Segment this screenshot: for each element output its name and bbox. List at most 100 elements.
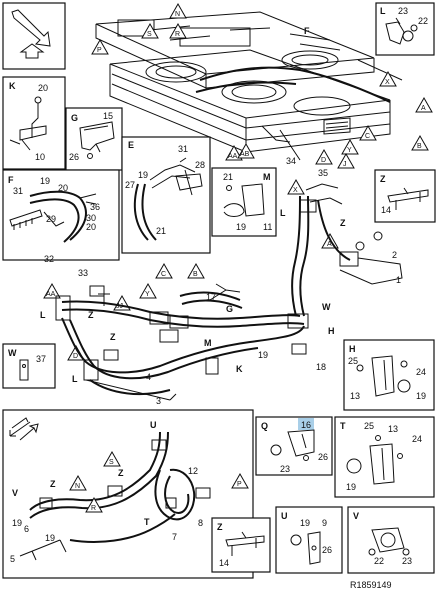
lower-label-19a: 19	[12, 518, 22, 528]
inset-M-part-21: 21	[223, 172, 233, 182]
lower-label-6: 6	[24, 524, 29, 534]
main-label-L3: L	[72, 374, 78, 384]
inset-G: G 15 26	[65, 107, 123, 171]
inset-T-letter: T	[340, 421, 346, 431]
orientation-inset	[2, 2, 66, 70]
tri-R-low: R	[91, 505, 96, 512]
main-label-Z3: Z	[110, 332, 116, 342]
inset-H-part-13: 13	[350, 391, 360, 401]
inset-G-letter: G	[71, 113, 78, 123]
inset-M-letter: M	[263, 172, 271, 182]
lower-label-Z2: Z	[118, 468, 124, 478]
inset-T-part-13: 13	[388, 424, 398, 434]
tri-P-top: P	[97, 47, 102, 54]
lower-label-19b: 19	[45, 533, 55, 543]
inset-F-letter: F	[8, 175, 14, 185]
tri-Y-left: Y	[145, 291, 150, 298]
tri-N-top: N	[175, 11, 180, 18]
main-label-M: M	[204, 338, 212, 348]
inset-T-part-19: 19	[346, 482, 356, 492]
inset-F-part-29: 29	[46, 214, 56, 224]
tri-X-right: X	[385, 79, 390, 86]
inset-Z: Z 14	[374, 169, 436, 223]
main-label-18: 18	[316, 362, 326, 372]
inset-T-part-24: 24	[412, 434, 422, 444]
inset-V-part-22: 22	[374, 556, 384, 566]
inset-H-part-24: 24	[416, 367, 426, 377]
tri-D-left: D	[73, 353, 78, 360]
main-label-Z1: Z	[340, 218, 346, 228]
tri-N-low: N	[75, 483, 80, 490]
inset-H-part-19: 19	[416, 391, 426, 401]
inset-W-letter: W	[8, 348, 17, 358]
inset-M-part-19: 19	[236, 222, 246, 232]
main-label-35: 35	[318, 168, 328, 178]
tri-B-right: B	[417, 143, 422, 150]
lower-label-V: V	[12, 488, 18, 498]
inset-G-part-15: 15	[103, 111, 113, 121]
tri-A-right: A	[421, 105, 426, 112]
inset-Z-lower-letter: Z	[217, 522, 223, 532]
inset-V-part-23: 23	[402, 556, 412, 566]
inset-Z-lower: Z 14	[211, 517, 271, 573]
inset-T-part-25: 25	[364, 421, 374, 431]
callout-triangles-lower: N S R P	[69, 450, 249, 513]
inset-H-letter: H	[349, 344, 356, 354]
inset-Q-part-16: 16	[301, 420, 311, 430]
inset-F: F 31 19 20 36 30 29 20	[2, 169, 120, 261]
tri-AA-left: AA	[46, 291, 56, 298]
lower-label-Z1: Z	[50, 479, 56, 489]
lower-label-8: 8	[198, 518, 203, 528]
inset-E-part-19: 19	[138, 170, 148, 180]
main-label-F: F	[304, 26, 310, 36]
tri-X-z: X	[293, 187, 298, 194]
main-label-L2: L	[40, 310, 46, 320]
tri-B-left: B	[193, 271, 198, 278]
inset-H-part-25: 25	[348, 356, 358, 366]
inset-L: L 23 22	[375, 2, 435, 56]
inset-H: H 25 24 13 19	[343, 339, 435, 411]
lower-label-5: 5	[10, 554, 15, 564]
inset-W: W 37	[2, 343, 56, 389]
main-label-3: 3	[156, 396, 161, 406]
harness-main: 35 X Z A 2 1 L 32 33 AA JJ C B Y D L Z 1…	[40, 168, 403, 406]
inset-E: E 31 28 19 27 21	[121, 136, 211, 254]
inset-K-letter: K	[9, 81, 16, 91]
main-label-34: 34	[286, 156, 296, 166]
inset-F-part-20a: 20	[58, 183, 68, 193]
inset-E-part-31: 31	[178, 144, 188, 154]
inset-Q-part-26: 26	[318, 452, 328, 462]
inset-E-part-21: 21	[156, 226, 166, 236]
main-label-W: W	[322, 302, 331, 312]
main-label-1: 1	[396, 275, 401, 285]
inset-E-letter: E	[128, 140, 134, 150]
inset-U-part-26: 26	[322, 545, 332, 555]
inset-U-part-19: 19	[300, 518, 310, 528]
inset-U-part-9: 9	[322, 518, 327, 528]
main-label-G: G	[226, 304, 233, 314]
inset-F-part-20b: 20	[86, 222, 96, 232]
tri-A-z: A	[327, 241, 332, 248]
tri-AB-mid: AB	[240, 151, 250, 158]
tri-R-top: R	[175, 31, 180, 38]
tri-J-mid: J	[343, 161, 347, 168]
main-label-H: H	[328, 326, 335, 336]
inset-L-letter: L	[380, 6, 386, 16]
inset-W-part-37: 37	[36, 354, 46, 364]
lower-label-T: T	[144, 517, 150, 527]
inset-L-part-23: 23	[398, 6, 408, 16]
tri-D-mid: D	[321, 157, 326, 164]
battery-assembly	[95, 11, 403, 161]
inset-Z-part-14: 14	[381, 205, 391, 215]
lower-label-7: 7	[172, 532, 177, 542]
inset-U-letter: U	[281, 511, 288, 521]
main-label-Z2: Z	[88, 310, 94, 320]
inset-F-part-30: 30	[86, 213, 96, 223]
inset-F-part-36: 36	[90, 202, 100, 212]
main-label-17: 17	[206, 292, 216, 302]
inset-K-part-10: 10	[35, 152, 45, 162]
inset-U: U 9 19 26	[275, 506, 343, 574]
inset-V: V 22 23	[347, 506, 435, 574]
main-label-19: 19	[258, 350, 268, 360]
